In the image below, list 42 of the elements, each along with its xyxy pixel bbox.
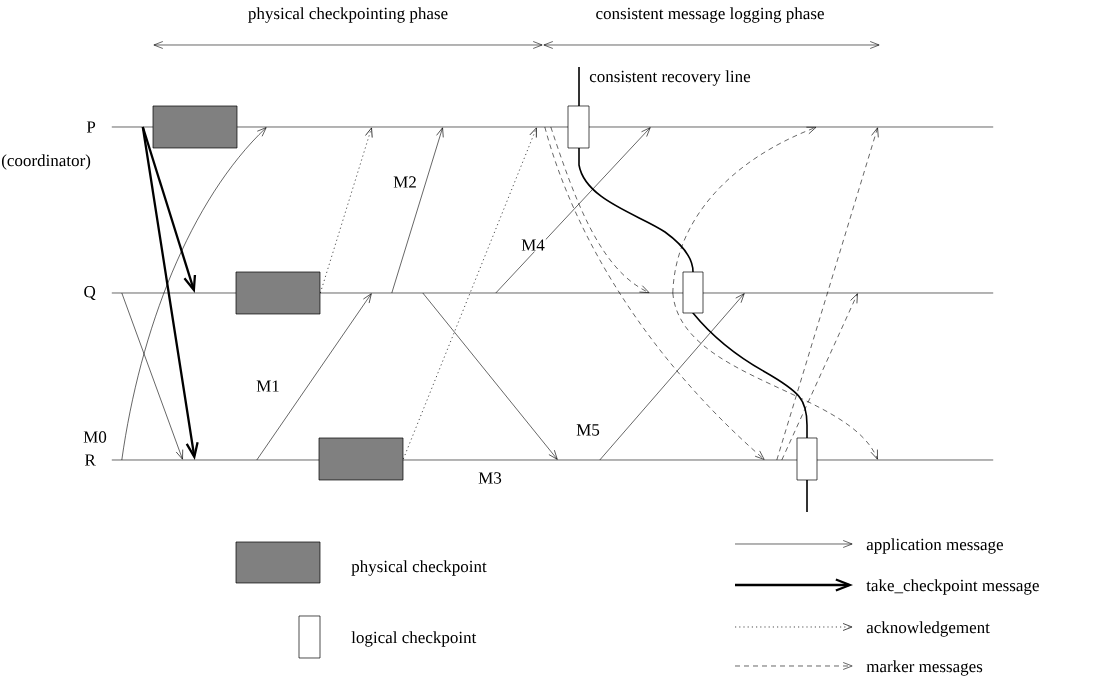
marker-arrow — [672, 126, 817, 294]
edge-label: M1 — [255, 379, 281, 393]
process-timeline: R — [84, 454, 994, 466]
message-arrow — [422, 292, 558, 460]
phase-label: physical checkpointing phase — [248, 7, 448, 23]
checkpoint-request-arrow — [141, 126, 199, 460]
logical-checkpoint-box — [567, 105, 590, 149]
process-timeline: Q — [84, 286, 994, 300]
edge-label: M3 — [477, 471, 503, 485]
message-arrow — [599, 293, 745, 461]
marker-arrow — [550, 126, 650, 293]
message-arrow — [391, 127, 444, 294]
acknowledgement-arrow — [403, 127, 537, 460]
process-role-label: (coordinator) — [1, 154, 91, 170]
physical-checkpoint-box — [318, 437, 404, 481]
marker-arrow — [776, 127, 879, 461]
checkpoint-request-arrow — [141, 126, 197, 293]
message-arrow — [121, 127, 267, 461]
legend-label: take_checkpoint message — [866, 579, 1039, 595]
message-arrow — [495, 127, 651, 294]
acknowledgement-arrow — [320, 127, 373, 294]
edge-label: M0 — [82, 430, 108, 444]
legend-label: marker messages — [866, 660, 983, 676]
edge-label: M2 — [392, 175, 418, 189]
physical-checkpoint-box — [235, 271, 321, 315]
message-arrow — [256, 293, 372, 461]
phase-label: consistent message logging phase — [596, 7, 824, 23]
physical-checkpoint-box — [152, 105, 238, 149]
logical-checkpoint-box — [796, 437, 818, 481]
marker-arrow — [672, 292, 878, 460]
legend-label: physical checkpoint — [351, 560, 487, 576]
edge-label: M5 — [575, 423, 601, 437]
recovery-line-label: consistent recovery line — [589, 70, 751, 86]
marker-arrow — [781, 293, 858, 461]
legend-label: acknowledgement — [866, 621, 990, 637]
legend-label: logical checkpoint — [351, 631, 477, 647]
process-timeline: P — [86, 121, 994, 133]
marker-arrow — [544, 126, 765, 460]
logical-checkpoint-box — [682, 271, 704, 314]
edge-label: M4 — [520, 238, 546, 252]
message-arrow — [121, 292, 183, 460]
legend-label: application message — [866, 538, 1003, 554]
